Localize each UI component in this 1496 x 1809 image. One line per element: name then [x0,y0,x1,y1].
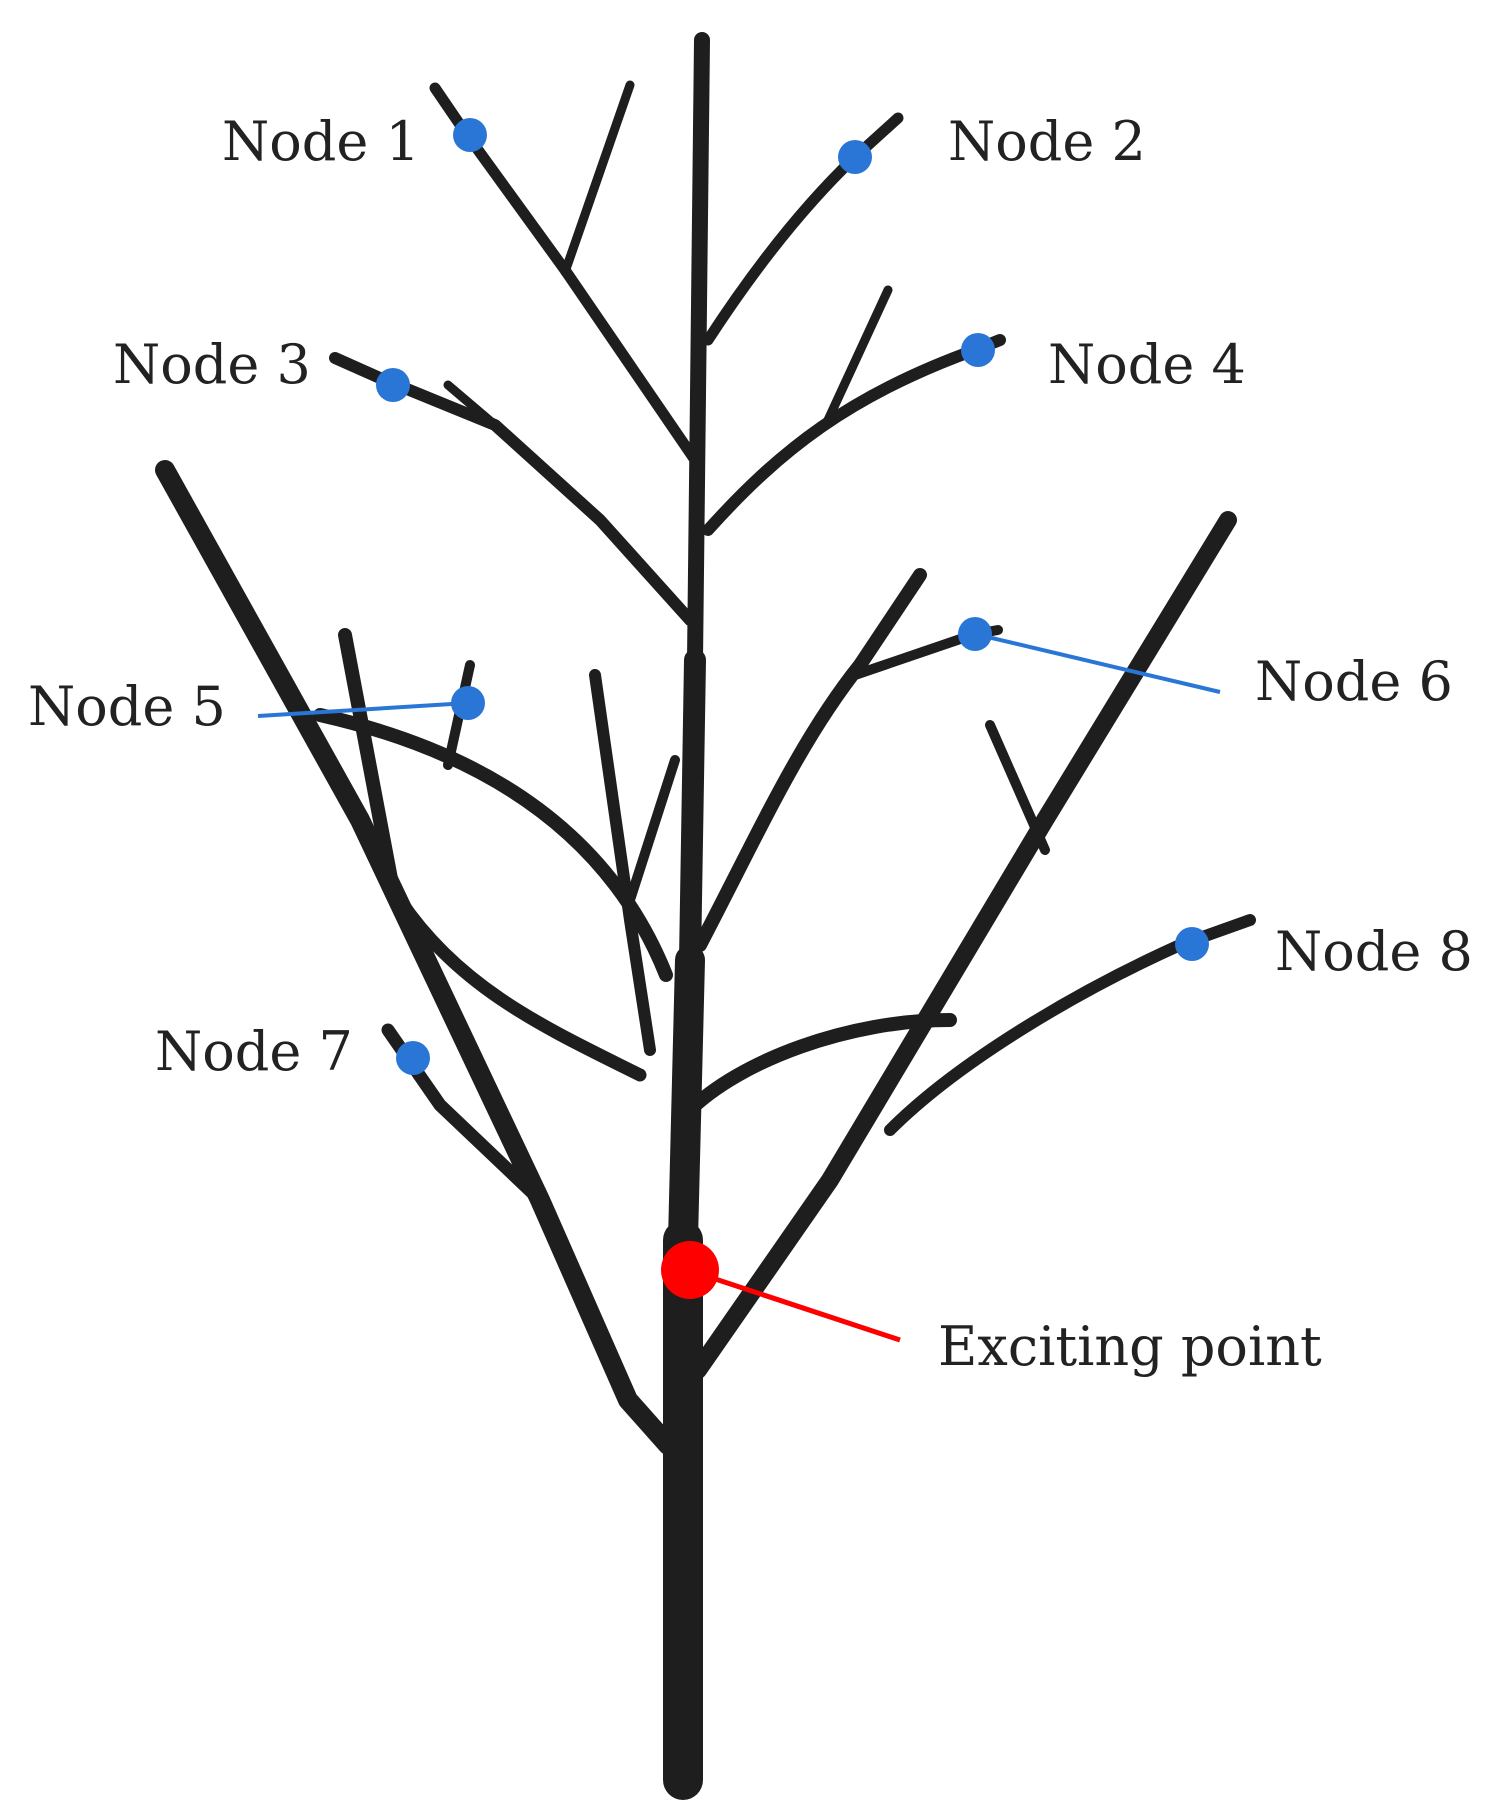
branch-node-6 [693,568,927,952]
node-1-marker [453,118,487,152]
limb-lower-right [689,511,1237,1379]
branch-right-curve [681,1013,957,1119]
tree [155,32,1256,1800]
trunk-upper [668,945,705,1255]
node-3-marker [376,368,410,402]
node-5-marker [451,686,485,720]
node-8-marker [1175,927,1209,961]
label-node-8: Node 8 [1275,920,1473,983]
node-7-marker [396,1041,430,1075]
limb-lower-left [155,460,678,1455]
branch-middle-left [589,669,656,1056]
twig-node-3 [443,380,500,430]
label-exciting-point: Exciting point [938,1315,1322,1378]
branch-left-curve [393,893,647,1082]
twig-node-1 [560,80,635,277]
branch-node-1 [429,82,701,466]
trunk-middle [679,649,706,971]
twig-node-4 [823,285,893,425]
label-node-2: Node 2 [948,110,1146,173]
label-node-1: Node 1 [222,110,420,173]
branch-node-5-arc [313,708,673,982]
label-node-3: Node 3 [113,333,311,396]
twig-right-upper [985,720,1050,855]
trunk-top [687,32,710,668]
node-4-marker [961,333,995,367]
labels: Node 1 Node 2 Node 3 Node 4 Node 5 Node … [28,110,1473,1378]
leader-line-node-6 [974,632,1221,694]
label-node-6: Node 6 [1255,650,1453,713]
leader-line-node-5 [257,701,469,718]
node-2-marker [838,140,872,174]
nodes [376,118,1209,1075]
exciting-point-marker [661,1241,719,1299]
label-node-4: Node 4 [1048,333,1246,396]
leader-lines [257,632,1221,1343]
limb-left-secondary [338,628,402,907]
leader-line-exciting-point [687,1267,901,1343]
label-node-7: Node 7 [155,1020,353,1083]
branch-node-8 [884,914,1256,1136]
twig-middle-left [625,755,680,905]
node-6-marker [958,617,992,651]
label-node-5: Node 5 [28,675,226,738]
